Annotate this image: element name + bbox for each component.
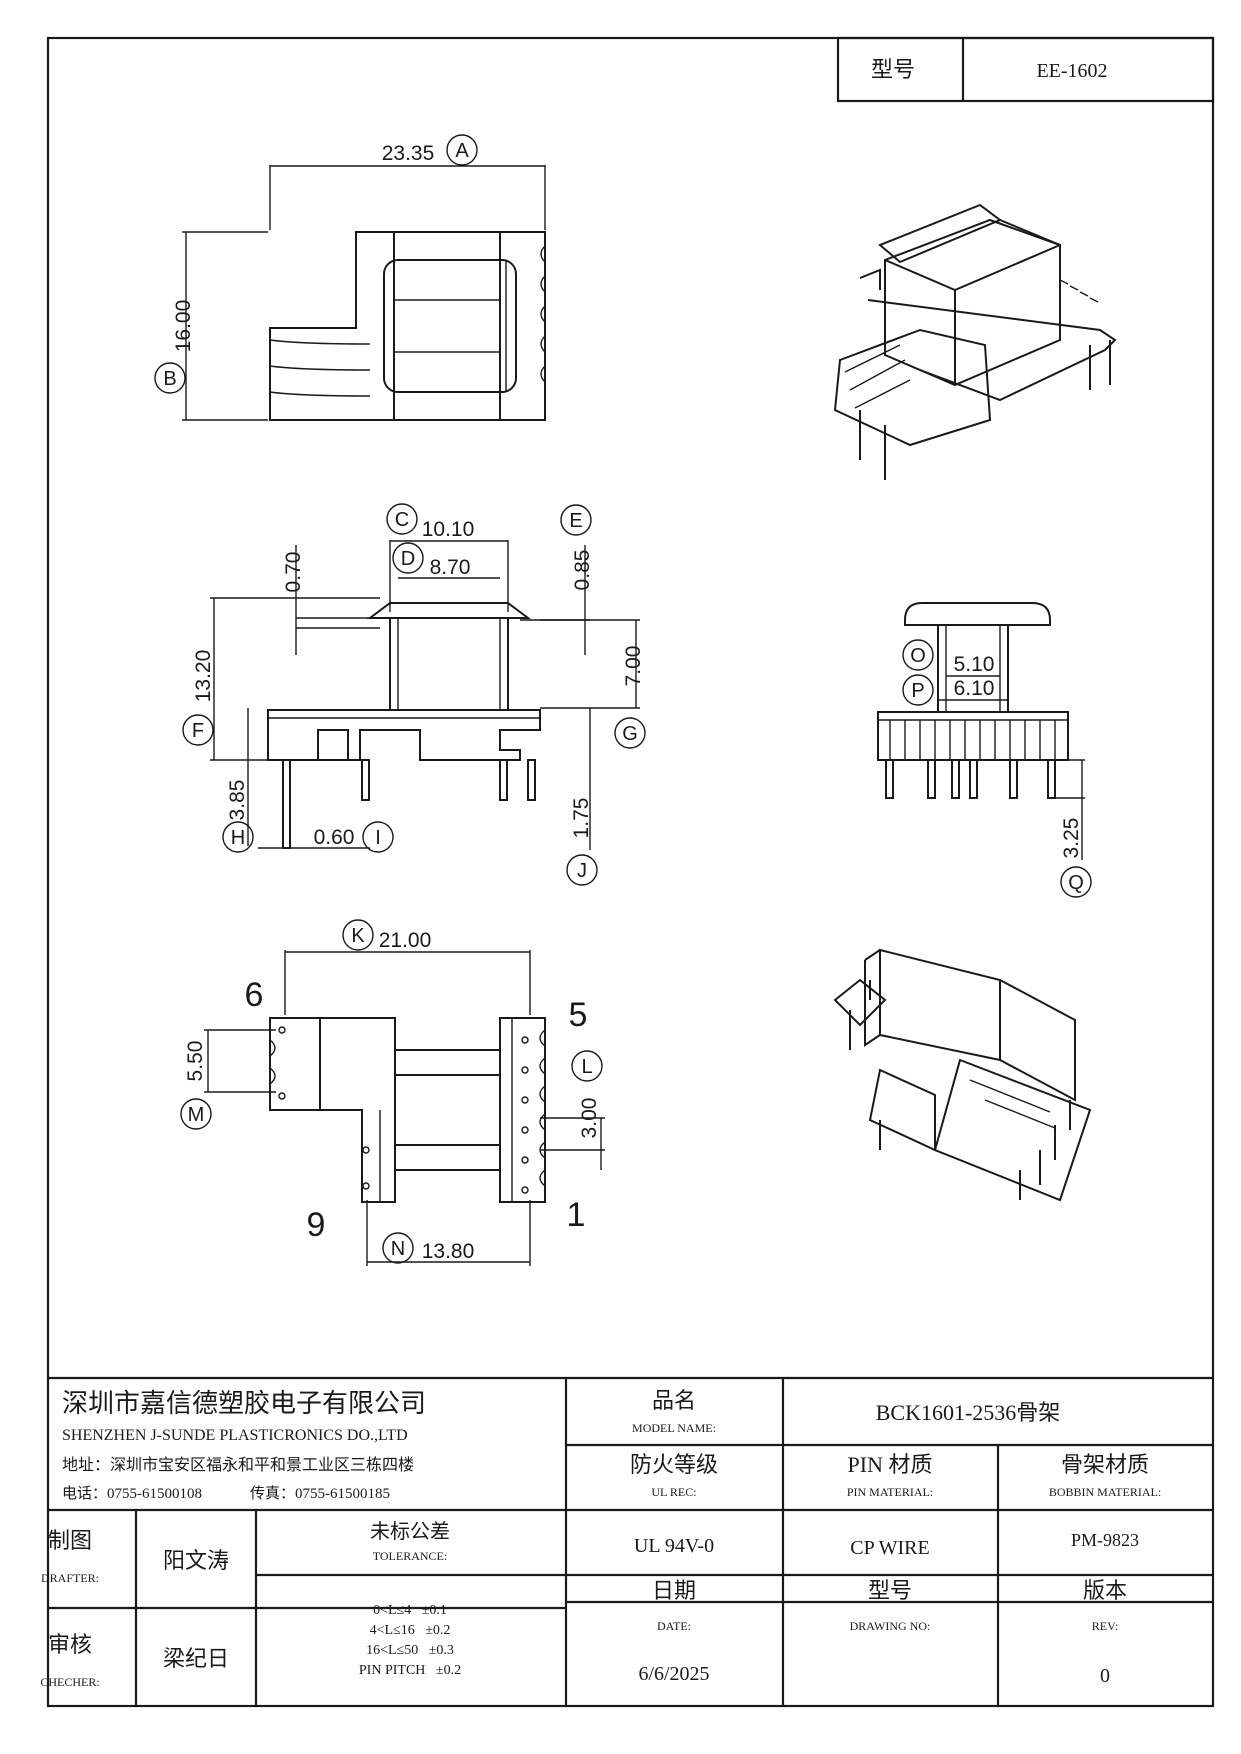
- product-name-value: BCK1601-2536骨架: [876, 1400, 1061, 1425]
- tolerance-label-en: TOLERANCE:: [373, 1549, 447, 1563]
- model-label: 型号: [871, 57, 915, 82]
- pin-material-label-en: PIN MATERIAL:: [847, 1485, 933, 1499]
- side-view: 5.10 O 6.10 P 3.25 Q: [877, 602, 1092, 898]
- title-block: 深圳市嘉信德塑胶电子有限公司 SHENZHEN J-SUNDE PLASTICR…: [40, 1376, 1213, 1706]
- drawing-frame: [46, 36, 1215, 1708]
- dim-e-value: 0.85: [571, 550, 594, 591]
- dim-d-value: 8.70: [430, 556, 471, 579]
- dim-a-value: 23.35: [382, 142, 435, 165]
- dim-070-value: 0.70: [282, 552, 305, 593]
- date-label-en: DATE:: [657, 1619, 691, 1633]
- pin-5-label: 5: [569, 996, 588, 1034]
- dim-h-value: 3.85: [226, 780, 249, 821]
- front-view: 10.10 C 8.70 D 0.70 0.85 E 13.20 F 7.00 …: [182, 503, 646, 886]
- model-box: 型号 EE-1602: [836, 36, 1215, 103]
- pin-9-label: 9: [307, 1206, 326, 1244]
- bubble-f: F: [192, 720, 204, 742]
- rev-value: 0: [1100, 1665, 1110, 1687]
- pin-1-label: 1: [567, 1196, 586, 1234]
- company-name-cn: 深圳市嘉信德塑胶电子有限公司: [62, 1389, 426, 1418]
- date-label-cn: 日期: [652, 1578, 696, 1603]
- drafter-value: 阳文涛: [163, 1548, 229, 1573]
- fire-rating-value: UL 94V-0: [634, 1535, 714, 1557]
- checker-label-en: CHECHER:: [40, 1675, 99, 1689]
- pin-material-value: CP WIRE: [850, 1537, 929, 1559]
- dim-o-value: 5.10: [954, 653, 995, 676]
- drafter-label-en: DRAFTER:: [41, 1571, 99, 1585]
- checker-label-cn: 审核: [48, 1632, 92, 1657]
- tolerance-line-2: 4<L≤16 ±0.2: [370, 1623, 451, 1638]
- bubble-a: A: [455, 140, 469, 162]
- dim-k-value: 21.00: [379, 929, 432, 952]
- bubble-e: E: [569, 510, 582, 532]
- tolerance-line-4: PIN PITCH ±0.2: [359, 1663, 461, 1678]
- pin-material-label-cn: PIN 材质: [848, 1452, 933, 1477]
- pin-6-label: 6: [245, 976, 264, 1014]
- bubble-o: O: [910, 645, 926, 667]
- company-phone: 电话：0755-61500108: [62, 1485, 202, 1502]
- bubble-b: B: [163, 368, 176, 390]
- bubble-i: I: [375, 827, 381, 849]
- bubble-p: P: [911, 680, 924, 702]
- drafter-label-cn: 制图: [48, 1528, 92, 1553]
- bobbin-material-value: PM-9823: [1071, 1530, 1139, 1550]
- bottom-view: 21.00 K 6 5 9 1 5.50 M 3.00 L 13.80 N: [180, 919, 605, 1266]
- drawing-no-label-cn: 型号: [868, 1578, 912, 1603]
- dim-i-value: 0.60: [314, 826, 355, 849]
- tolerance-line-1: 0<L≤4 ±0.1: [373, 1603, 447, 1618]
- isometric-view-bottom: [833, 948, 1092, 1202]
- model-value: EE-1602: [1036, 60, 1107, 82]
- product-name-label-en: MODEL NAME:: [632, 1421, 716, 1435]
- dim-f-value: 13.20: [192, 650, 215, 703]
- tolerance-line-3: 16<L≤50 ±0.3: [366, 1643, 454, 1658]
- dim-p-value: 6.10: [954, 677, 995, 700]
- dim-n-value: 13.80: [422, 1240, 475, 1263]
- bobbin-material-label-en: BOBBIN MATERIAL:: [1049, 1485, 1161, 1499]
- company-name-en: SHENZHEN J-SUNDE PLASTICRONICS DO.,LTD: [62, 1427, 408, 1444]
- bubble-g: G: [622, 723, 638, 745]
- tolerance-label-cn: 未标公差: [370, 1520, 450, 1543]
- bubble-d: D: [401, 548, 415, 570]
- bubble-c: C: [395, 509, 409, 531]
- bubble-l: L: [581, 1056, 592, 1078]
- bubble-k: K: [351, 925, 365, 947]
- company-address: 地址：深圳市宝安区福永和平和景工业区三栋四楼: [62, 1456, 414, 1474]
- drawing-no-label-en: DRAWING NO:: [850, 1619, 931, 1633]
- bubble-m: M: [188, 1104, 205, 1126]
- rev-label-cn: 版本: [1083, 1578, 1127, 1603]
- company-fax: 传真：0755-61500185: [250, 1484, 390, 1502]
- dim-b-value: 16.00: [172, 300, 195, 353]
- bubble-n: N: [391, 1238, 405, 1260]
- fire-rating-label-en: UL REC:: [651, 1485, 696, 1499]
- dim-l-value: 3.00: [578, 1098, 601, 1139]
- checker-value: 梁纪日: [163, 1646, 229, 1671]
- product-name-label-cn: 品名: [652, 1388, 696, 1413]
- bubble-q: Q: [1068, 872, 1084, 894]
- dim-j-value: 1.75: [570, 798, 593, 839]
- dim-g-value: 7.00: [622, 646, 645, 687]
- fire-rating-label-cn: 防火等级: [630, 1452, 718, 1477]
- dim-m-value: 5.50: [184, 1041, 207, 1082]
- date-value: 6/6/2025: [638, 1663, 709, 1685]
- dim-q-value: 3.25: [1060, 818, 1083, 859]
- dim-c-value: 10.10: [422, 518, 475, 541]
- isometric-view-top: [833, 203, 1117, 480]
- bubble-h: H: [231, 827, 245, 849]
- rev-label-en: REV:: [1092, 1619, 1118, 1633]
- top-view: 23.35 A 16.00 B: [154, 134, 546, 421]
- bubble-j: J: [577, 860, 587, 882]
- bobbin-material-label-cn: 骨架材质: [1061, 1452, 1149, 1477]
